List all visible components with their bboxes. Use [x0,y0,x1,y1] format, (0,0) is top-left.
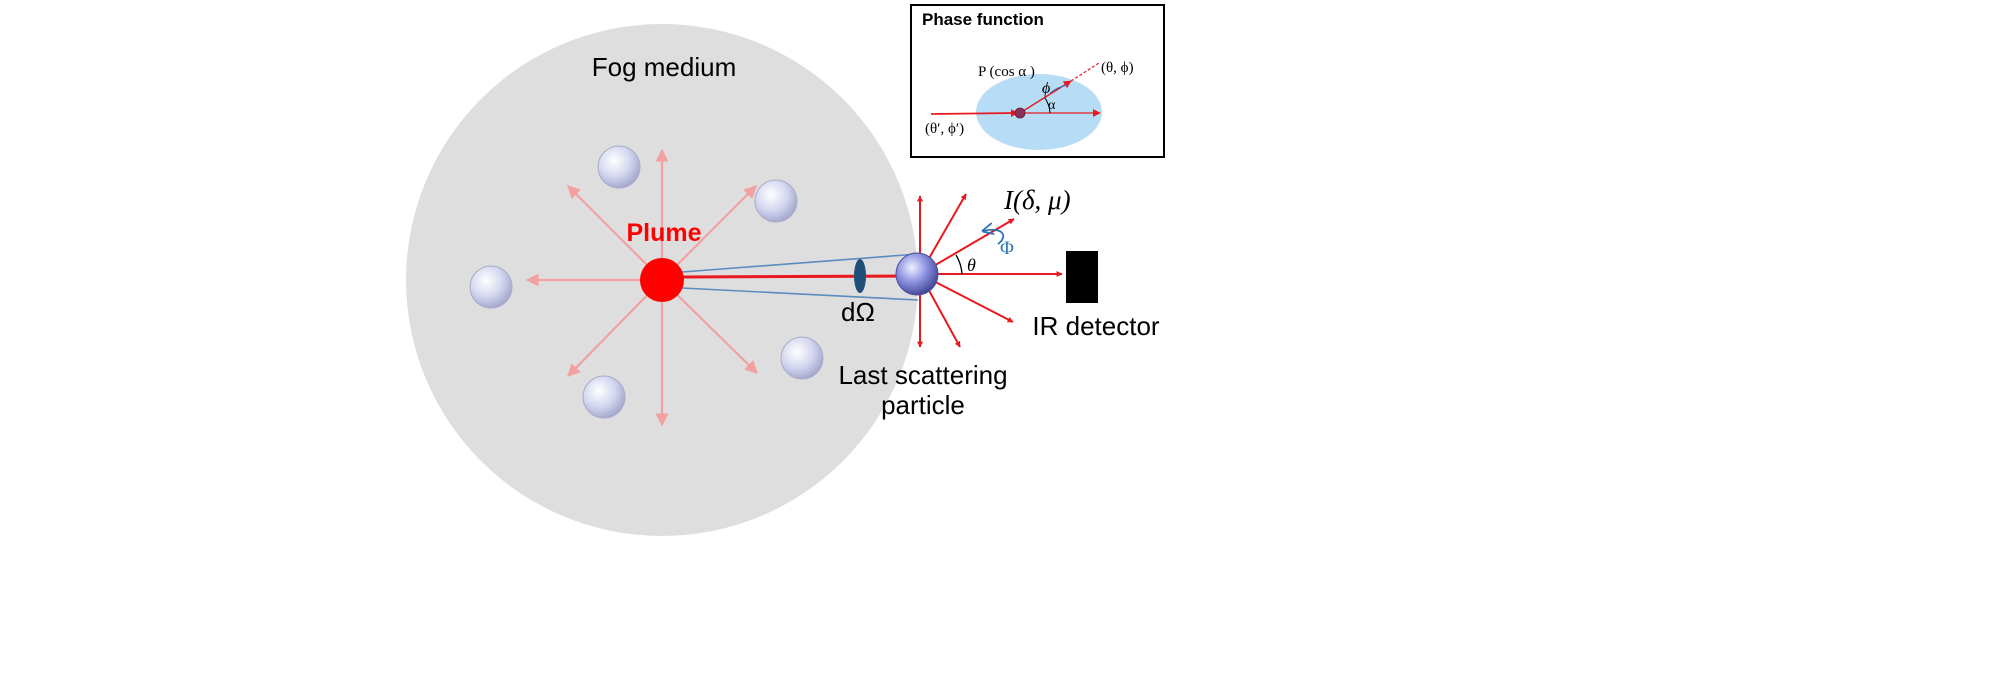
in-direction-label: (θ′, ϕ′) [925,121,964,137]
solid-angle-cone [681,253,919,301]
phi-azimuth-label: Φ [1000,238,1014,259]
plume-radiation-arrows [525,148,758,427]
fog-particles [469,145,824,419]
plume-arrow-upright [661,185,757,281]
last-scattering-label-line2: particle [881,390,965,420]
plume-arrow-downleft [567,279,663,377]
plume-label: Plume [626,219,701,247]
plume-arrow-downright [661,279,758,374]
phase-function-ellipse [976,74,1102,150]
fog-medium-label: Fog medium [592,52,737,82]
main-beam-arrow [681,269,919,284]
last-scattering-label-line1: Last scattering [838,360,1007,390]
scattered-ray-dashed [1070,62,1100,82]
intensity-label: I(δ, μ) [1003,185,1071,215]
solid-angle-label: dΩ [841,297,875,327]
inset-particle [1014,107,1026,119]
phase-function-p-label: P (cos α ) [978,64,1035,80]
phi-azimuth-arc [983,230,1005,245]
alpha-label: α [1048,98,1056,113]
fog-particle [469,265,513,309]
out-direction-label: (θ, ϕ) [1101,60,1134,76]
phi-inset-arc [1049,84,1069,94]
fog-particle [597,145,641,189]
ir-detector [1066,251,1098,303]
solid-angle-lens [854,259,866,293]
alpha-arc [1044,97,1051,114]
fog-particle [780,336,824,380]
incoming-ray [930,109,1019,118]
ir-detector-label: IR detector [1032,311,1160,341]
plume-arrow-upleft [567,185,663,281]
theta-label: θ [967,255,976,275]
theta-arc [955,254,963,275]
fog-particle [754,179,798,223]
phase-function-inset: Phase function P (cos α ) (θ, ϕ) α ϕ (θ′… [910,4,1165,158]
plume-source [640,258,684,302]
inset-title: Phase function [922,10,1044,29]
phi-inset-label: ϕ [1042,80,1050,97]
fog-particle [582,375,626,419]
last-scattering-particle [895,252,939,296]
